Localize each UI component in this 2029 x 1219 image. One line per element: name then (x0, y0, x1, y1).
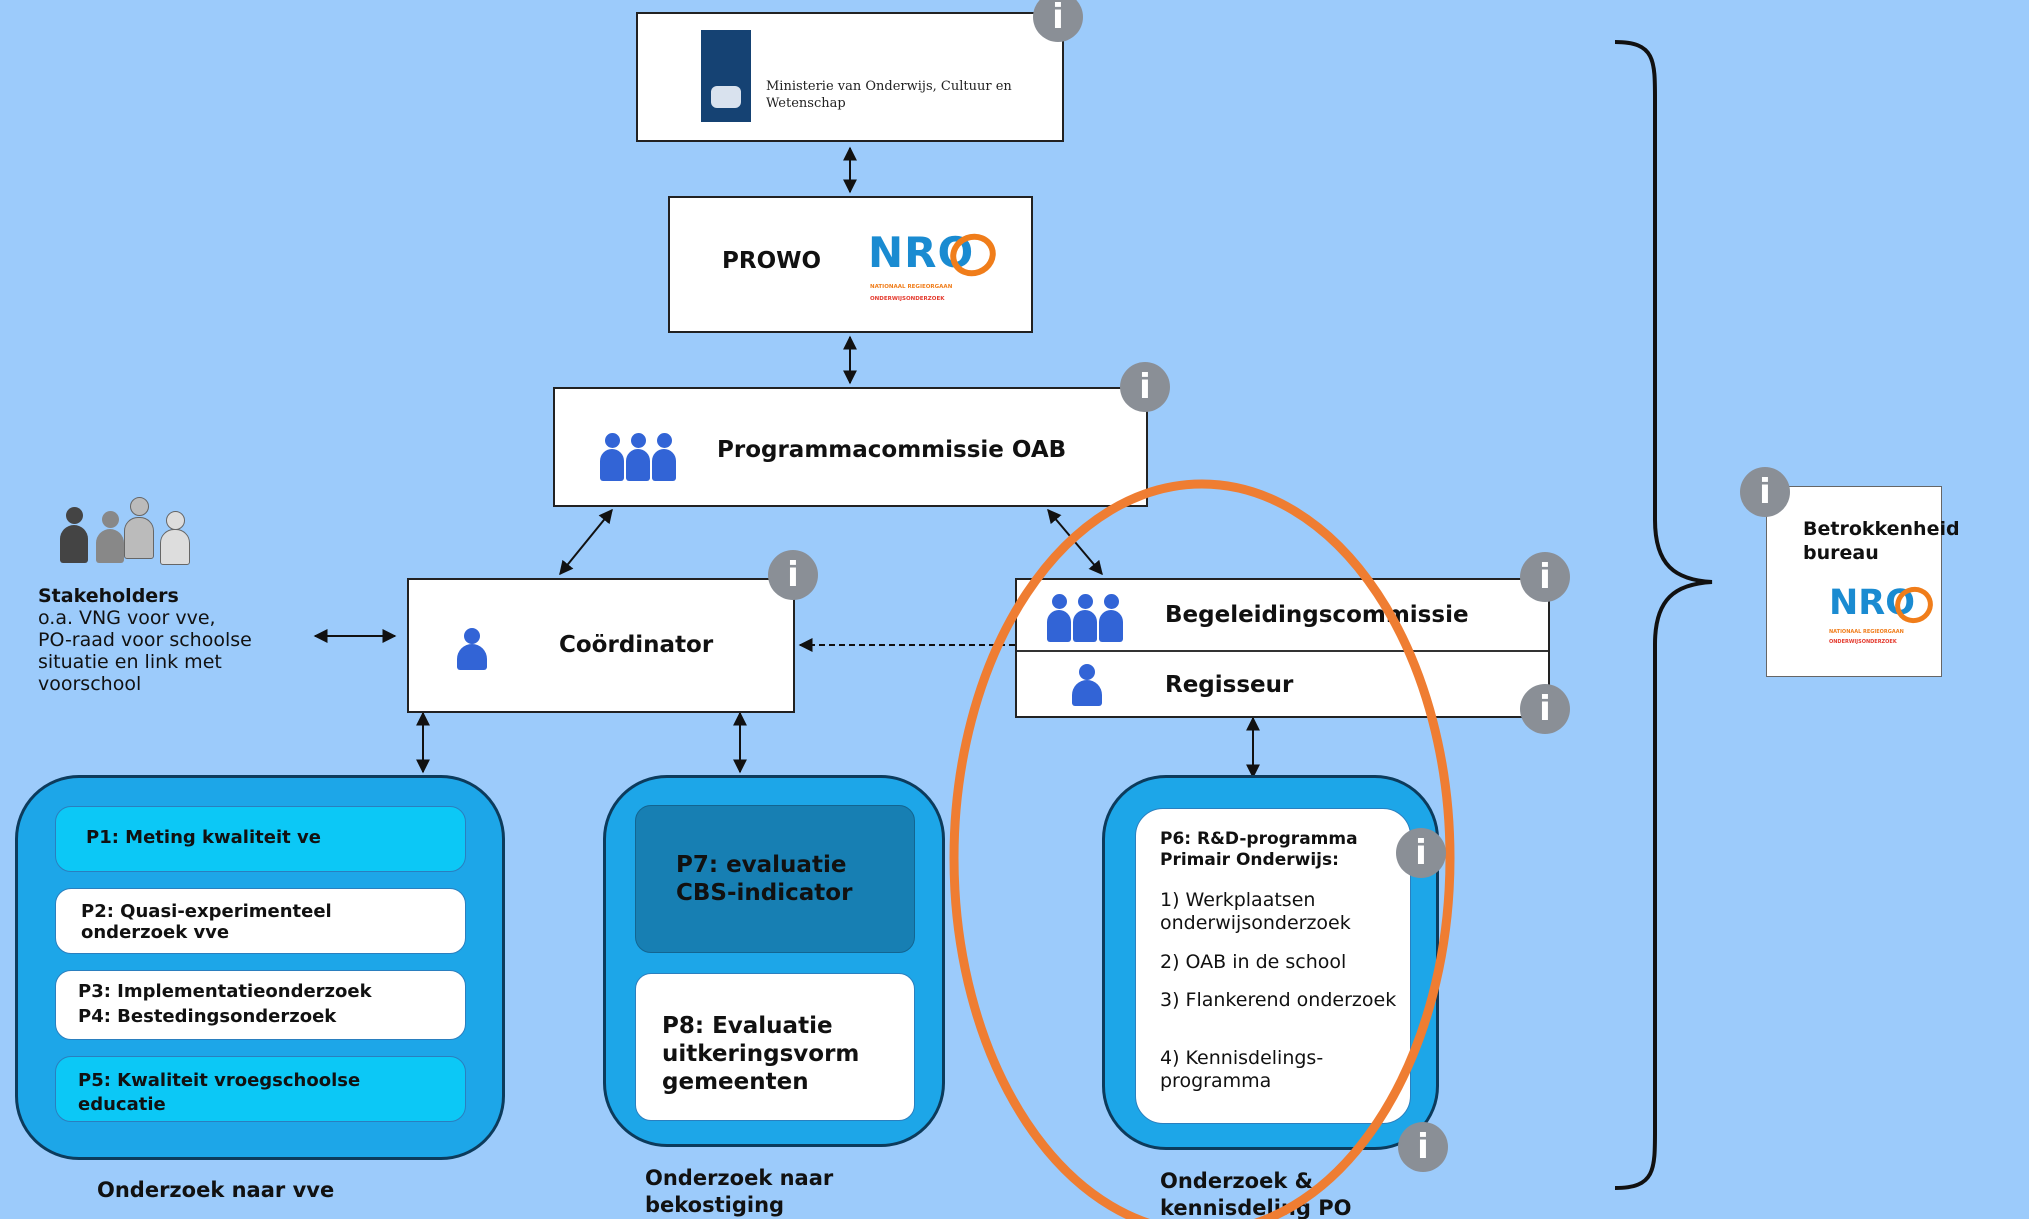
vve-item-p2: P2: Quasi-experimenteel onderzoek vve (55, 888, 466, 954)
betrokkenheid-box: Betrokkenheid bureau NRO NATIONAAL REGIE… (1766, 486, 1960, 677)
arrow-programmacommissie-coordinator (559, 508, 613, 576)
stakeholders-line-3: situatie en link met (38, 651, 222, 673)
ministry-box: Ministerie van Onderwijs, Cultuur en Wet… (636, 12, 1064, 142)
betrokkenheid-label: Betrokkenheid bureau (1803, 518, 1960, 564)
stakeholders-icon (60, 495, 200, 565)
po-panel: P6: R&D-programma Primair Onderwijs: 1) … (1102, 775, 1439, 1150)
info-icon-betrokkenheid[interactable]: i (1740, 467, 1790, 517)
arrow-programmacommissie-begeleiding (1047, 508, 1103, 576)
betrokkenheid-nro-sub1: NATIONAAL REGIEORGAAN (1829, 629, 1904, 635)
vve-caption: Onderzoek naar vve (97, 1178, 335, 1202)
crest-icon (711, 86, 741, 108)
po-item-4: 4) Kennisdelings-programma (1160, 1047, 1324, 1092)
ministry-logo (701, 30, 751, 122)
person-icon (457, 628, 487, 670)
po-caption: Onderzoek & kennisdeling PO (1160, 1169, 1352, 1219)
info-icon-coordinator[interactable]: i (768, 550, 818, 600)
betrokkenheid-nro-sub2: ONDERWIJSONDERZOEK (1829, 639, 1897, 645)
bekostiging-caption: Onderzoek naar bekostiging (645, 1166, 834, 1217)
vve-item-p1: P1: Meting kwaliteit ve (55, 806, 466, 872)
po-title: P6: R&D-programma Primair Onderwijs: (1160, 829, 1358, 870)
po-item-1: 1) Werkplaatsen onderwijsonderzoek (1160, 889, 1351, 934)
programmacommissie-box: Programmacommissie OAB (553, 387, 1148, 507)
prowo-label: PROWO (722, 248, 822, 274)
po-content: P6: R&D-programma Primair Onderwijs: 1) … (1135, 808, 1411, 1124)
coordinator-box: Coördinator (407, 578, 795, 713)
nro-logo-sub2: ONDERWIJSONDERZOEK (870, 296, 945, 302)
info-icon-programmacommissie[interactable]: i (1120, 362, 1170, 412)
regisseur-label: Regisseur (1165, 672, 1294, 698)
vve-item-p5-text: P5: Kwaliteit vroegschoolse educatie (78, 1070, 361, 1115)
ministry-name: Ministerie van Onderwijs, Cultuur en Wet… (766, 79, 1012, 111)
coordinator-label: Coördinator (559, 632, 714, 658)
info-icon-begeleiding[interactable]: i (1520, 552, 1570, 602)
nro-logo-text: NRO (868, 228, 975, 277)
stakeholders-line-2: PO-raad voor schoolse (38, 629, 252, 651)
group-icon (600, 431, 680, 481)
vve-item-p5: P5: Kwaliteit vroegschoolse educatie (55, 1056, 466, 1122)
bekostiging-item-p8-text: P8: Evaluatie uitkeringsvorm gemeenten (662, 1013, 860, 1095)
vve-item-p3-p4: P3: Implementatieonderzoek P4: Besteding… (55, 970, 466, 1040)
regisseur-person-icon (1072, 664, 1102, 706)
stakeholders-line-4: voorschool (38, 673, 142, 695)
vve-item-p2-text: P2: Quasi-experimenteel onderzoek vve (81, 901, 332, 943)
divider (1017, 650, 1548, 652)
prowo-box: PROWO NRO NATIONAAL REGIEORGAAN ONDERWIJ… (668, 196, 1033, 333)
vve-item-p3-text: P3: Implementatieonderzoek (78, 981, 372, 1002)
programmacommissie-label: Programmacommissie OAB (717, 437, 1067, 463)
stakeholders-title: Stakeholders (38, 585, 179, 607)
po-item-2: 2) OAB in de school (1160, 951, 1347, 973)
info-icon-regisseur[interactable]: i (1520, 684, 1570, 734)
bekostiging-item-p8: P8: Evaluatie uitkeringsvorm gemeenten (635, 973, 915, 1121)
vve-panel: P1: Meting kwaliteit ve P2: Quasi-experi… (15, 775, 505, 1160)
curly-brace (1614, 40, 1713, 1190)
begeleiding-group-icon (1047, 594, 1127, 642)
po-item-3: 3) Flankerend onderzoek (1160, 989, 1397, 1011)
info-icon-ministry[interactable]: i (1033, 0, 1083, 42)
betrokkenheid-nro-text: NRO (1829, 583, 1915, 623)
vve-item-p1-text: P1: Meting kwaliteit ve (86, 827, 321, 848)
nro-logo-sub1: NATIONAAL REGIEORGAAN (870, 284, 953, 290)
stakeholders-line-1: o.a. VNG voor vve, (38, 607, 216, 629)
nro-logo: NRO NATIONAAL REGIEORGAAN ONDERWIJSONDER… (868, 227, 1002, 308)
betrokkenheid-nro-logo: NRO NATIONAAL REGIEORGAAN ONDERWIJSONDER… (1829, 581, 1939, 653)
info-icon-po-content[interactable]: i (1396, 828, 1446, 878)
begeleiding-box: Begeleidingscommissie Regisseur (1015, 578, 1550, 718)
info-icon-po-panel[interactable]: i (1398, 1122, 1448, 1172)
vve-item-p4-text: P4: Bestedingsonderzoek (78, 1006, 337, 1027)
bekostiging-item-p7: P7: evaluatie CBS-indicator (635, 805, 915, 953)
bekostiging-item-p7-text: P7: evaluatie CBS-indicator (676, 852, 853, 906)
begeleiding-label: Begeleidingscommissie (1165, 602, 1469, 628)
bekostiging-panel: P7: evaluatie CBS-indicator P8: Evaluati… (603, 775, 945, 1147)
